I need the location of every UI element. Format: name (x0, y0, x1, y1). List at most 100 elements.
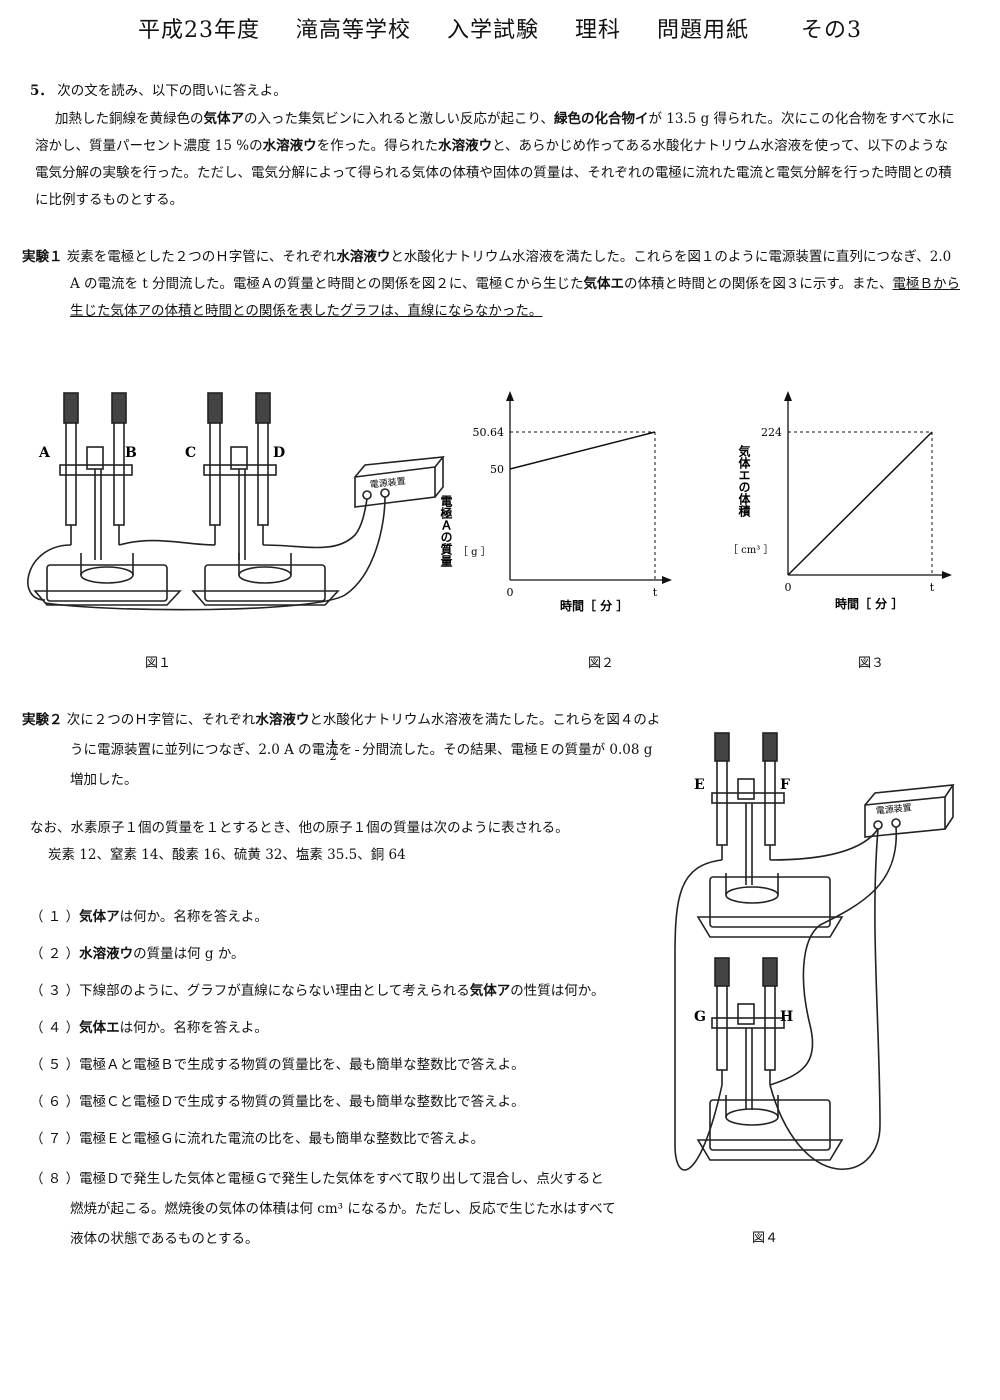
question-text: 燃焼が起こる。燃焼後の気体の体積は何 cm³ になるか。ただし、反応で生じた水は… (70, 1201, 616, 1217)
term-solution-u: 水溶液ウ (255, 712, 310, 728)
term-solution-u: 水溶液ウ (79, 946, 134, 962)
intro-text: べて水に溶かし、質量パーセント濃度 15 %の (35, 111, 955, 154)
x-tick-label: 0 (507, 586, 514, 599)
figure-4-caption: 図４ (752, 1231, 779, 1246)
x-axis-label: 時間［ 分 ］ (560, 598, 628, 613)
question-text: 電極Ｄで発生した気体と電極Ｇで発生した気体をすべて取り出して混合し、点火すると (79, 1171, 604, 1187)
y-unit: ［ cm³ ］ (728, 544, 773, 556)
intro-paragraph: 加熱した銅線を黄緑色の気体アの入った集気ビンに入れると激しい反応が起こり、緑色の… (35, 106, 960, 214)
figure-4-apparatus: E F G H 電源装置 (674, 732, 955, 1171)
exp1-text: つなぎ、2.0 A の電流を t 分間流した。電極Ａの質量と時間との関係を図２に… (70, 249, 952, 292)
term-compound-i: 緑色の化合物イ (553, 111, 649, 127)
questions-list: （ １ ）気体アは何か。名称を答えよ。 （ ２ ）水溶液ウの質量は何 g か。 … (30, 905, 660, 1254)
term-solution-u: 水溶液ウ (438, 138, 493, 154)
problem-number: 5． (30, 83, 53, 99)
exp2-text: を図４のように電源装置に並列につなぎ、2.0 A の電流を (70, 712, 661, 758)
exp1-text: と水酸化ナトリウム水溶液を満たした。これらを図１のように電源装置に直列に (390, 249, 877, 265)
beaker (725, 1108, 779, 1126)
fraction-denominator: 2 (329, 750, 337, 763)
header-subject: 理科 (575, 18, 622, 43)
x-tick-label: t (653, 586, 658, 599)
exp1-text: 示す。また、 (812, 276, 893, 292)
tray (709, 1099, 831, 1151)
term-gas-a: 気体ア (203, 111, 245, 127)
term-solution-u: 水溶液ウ (336, 249, 391, 265)
exp2-text: 次に２つのＨ字管に、それぞれ (66, 712, 256, 728)
intro-text: が 13.5 g 得られた。次にこの化合物をす (648, 111, 902, 127)
x-tick-label: 0 (785, 581, 792, 594)
figure-2-chart: 50 50.64 0 t 電極Ａの質量 ［ g ］ 時間［ 分 ］ (440, 391, 672, 613)
question-text: 電極Ａと電極Ｂで生成する物質の質量比を、最も簡単な整数比で答えよ。 (79, 1057, 525, 1073)
question-text: は何か。名称を答えよ。 (119, 1020, 268, 1036)
tray (709, 876, 831, 928)
question-number: （ ３ ） (30, 983, 80, 999)
y-axis-label: 電極Ａの質量 (440, 495, 453, 567)
figure-2-caption: 図２ (588, 656, 615, 671)
term-gas-a: 気体ア (469, 983, 511, 999)
figure-3-caption: 図３ (858, 656, 885, 671)
question-text: 液体の状態であるものとする。 (70, 1231, 259, 1247)
figure-1-caption: 図１ (145, 656, 172, 671)
figure-3-chart: 224 0 t 気体エの体積 ［ cm³ ］ 時間［ 分 ］ (728, 391, 952, 611)
header-exam: 入学試験 (446, 18, 539, 43)
question-text: の性質は何か。 (510, 983, 605, 999)
experiment-2: 実験２ 次に２つのＨ字管に、それぞれ水溶液ウと水酸化ナトリウム水溶液を満たした。… (22, 705, 662, 795)
question-number: （ ５ ） (30, 1057, 80, 1073)
question-text: 電極Ｅと電極Ｇに流れた電流の比を、最も簡単な整数比で答えよ。 (79, 1131, 485, 1147)
experiment-1: 実験１ 炭素を電極とした２つのＨ字管に、それぞれ水溶液ウと水酸化ナトリウム水溶液… (22, 244, 962, 325)
exp1-text: 炭素を電極とした２つのＨ字管に、それぞれ (66, 249, 337, 265)
intro-text: て、以下のような電気分解の実験を行った。ただし、電気分解によって得られる気体の体… (35, 138, 949, 181)
figure-1-apparatus: A B C D 電源装置 (27, 392, 445, 611)
x-axis-label: 時間［ 分 ］ (835, 596, 903, 611)
question-number: （ １ ） (30, 909, 80, 925)
tray (204, 564, 326, 602)
question-text: は何か。名称を答えよ。 (119, 909, 268, 925)
term-gas-e: 気体エ (583, 276, 625, 292)
question-8: （ ８ ）電極Ｄで発生した気体と電極Ｇで発生した気体をすべて取り出して混合し、点… (30, 1164, 660, 1254)
exp2-text: 極Ｅの質量が 0.08 g 増加した。 (70, 742, 653, 788)
question-number: （ ４ ） (30, 1020, 80, 1036)
question-6: （ ６ ）電極Ｃと電極Ｄで生成する物質の質量比を、最も簡単な整数比で答えよ。 (30, 1090, 660, 1127)
question-text: 下線部のように、グラフが直線にならない理由として考えられる (79, 983, 470, 999)
exp2-text: 分間流した。その結果、電 (362, 742, 525, 758)
data-line (509, 431, 656, 470)
label-b: B (125, 445, 137, 461)
question-number: （ ６ ） (30, 1094, 80, 1110)
header-sheet: 問題用紙 (657, 18, 750, 43)
question-number: （ ８ ） (30, 1171, 80, 1187)
y-tick-label: 50.64 (473, 426, 505, 439)
y-tick-label: 50 (490, 463, 504, 476)
question-4: （ ４ ）気体エは何か。名称を答えよ。 (30, 1016, 660, 1053)
problem-instruction: 5． 次の文を読み、以下の問いに答えよ。 (30, 78, 970, 105)
question-number: （ ７ ） (30, 1131, 80, 1147)
beaker (238, 566, 292, 584)
question-7: （ ７ ）電極Ｅと電極Ｇに流れた電流の比を、最も簡単な整数比で答えよ。 (30, 1127, 660, 1164)
header-year: 平成23年度 (137, 18, 260, 43)
exp1-text: の体積と時間との関係を図３に (624, 276, 813, 292)
question-2: （ ２ ）水溶液ウの質量は何 g か。 (30, 942, 660, 979)
label-e: E (694, 777, 705, 793)
term-gas-e: 気体エ (79, 1020, 120, 1036)
y-unit: ［ g ］ (458, 546, 491, 558)
label-d: D (273, 445, 285, 461)
label-h: H (780, 1009, 793, 1025)
y-tick-label: 224 (761, 426, 782, 439)
term-gas-a: 気体ア (79, 909, 120, 925)
question-3: （ ３ ）下線部のように、グラフが直線にならない理由として考えられる気体アの性質… (30, 979, 660, 1016)
label-f: F (780, 777, 790, 793)
question-text: の質量は何 g か。 (133, 946, 245, 962)
intro-text: 気分解を行った時間との積に比例するものとする。 (35, 165, 952, 208)
data-line (787, 431, 933, 576)
intro-text: を作った。得られた (316, 138, 439, 154)
power-supply-label: 電源装置 (369, 475, 406, 491)
intro-text: 加熱した銅線を黄緑色の (55, 111, 204, 127)
atomic-masses: 炭素 12、窒素 14、酸素 16、硫黄 32、塩素 35.5、銅 64 (48, 847, 406, 863)
atomic-mass-note: なお、水素原子１個の質量を１とするとき、他の原子１個の質量は次のように表される。… (30, 815, 670, 869)
intro-text: の入った集気ビンに入れると激しい反応が起こり、 (244, 111, 554, 127)
y-axis-label: 気体エの体積 (737, 444, 751, 518)
question-1: （ １ ）気体アは何か。名称を答えよ。 (30, 905, 660, 942)
beaker (725, 886, 779, 904)
underlined-statement: 電極Ｂから生じた気体アの体積と時間との関係を表したグラフは、直線にならなかった。 (70, 276, 961, 319)
x-tick-label: t (930, 581, 935, 594)
page-header: 平成23年度 滝高等学校 入学試験 理科 問題用紙 その3 (0, 12, 1000, 44)
